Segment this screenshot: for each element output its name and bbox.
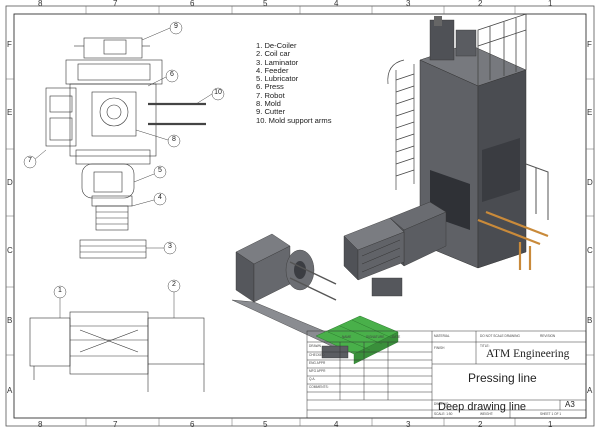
zone-right-E: E xyxy=(587,108,593,117)
zone-bottom-4: 4 xyxy=(334,420,339,429)
tb-material: MATERIAL xyxy=(434,334,450,338)
legend-item: 9. Cutter xyxy=(256,107,286,117)
zone-left-F: F xyxy=(7,40,12,49)
legend-item: 1. De-Coiler xyxy=(256,41,297,50)
zone-top-1: 1 xyxy=(548,0,553,8)
drawing-number-name: Deep drawing line xyxy=(438,401,527,413)
zone-bottom-2: 2 xyxy=(478,420,483,429)
zone-right-F: F xyxy=(587,40,592,49)
zone-top-6: 6 xyxy=(190,0,195,8)
tb-dwg-no: DWG. NO. xyxy=(434,402,450,406)
legend-item: 8. Mold xyxy=(256,99,281,109)
tb-comments: COMMENTS: xyxy=(309,385,329,389)
top-view-press xyxy=(45,37,206,259)
zone-left-C: C xyxy=(7,246,13,255)
callout-leaders xyxy=(33,27,213,318)
callout-4: 4 xyxy=(158,194,162,201)
component-legend: 1. De-Coiler 2. Coil car 3. Laminator 4.… xyxy=(256,41,332,125)
tb-do-not-scale: DO NOT SCALE DRAWING xyxy=(480,334,520,338)
iso-feeder xyxy=(343,201,447,297)
legend-item: 2. Coil car xyxy=(256,49,291,59)
zone-bottom-5: 5 xyxy=(263,420,268,429)
tb-date: DATE xyxy=(392,335,401,339)
tb-title-label: TITLE: xyxy=(480,344,490,348)
zone-top-7: 7 xyxy=(113,0,118,8)
legend-item: 4. Feeder xyxy=(256,65,289,75)
title-block-lines xyxy=(306,330,587,419)
legend-item: 10. Mold support arms xyxy=(256,115,332,125)
zone-right-C: C xyxy=(587,246,593,255)
tb-name: NAME xyxy=(342,335,352,339)
sheet-size: A3 xyxy=(565,400,575,409)
zone-top-8: 8 xyxy=(38,0,43,8)
zone-bottom-6: 6 xyxy=(190,420,195,429)
tb-sheet: SHEET 1 OF 1 xyxy=(540,412,562,416)
zone-right-D: D xyxy=(587,178,593,187)
callout-7: 7 xyxy=(28,157,32,164)
callout-circles xyxy=(23,21,225,299)
callout-9: 9 xyxy=(174,23,178,30)
legend-item: 6. Press xyxy=(256,82,284,92)
zone-left-E: E xyxy=(7,108,13,117)
zone-right-A: A xyxy=(587,386,593,395)
zone-bottom-3: 3 xyxy=(406,420,411,429)
tb-checked: CHECKED xyxy=(309,353,325,357)
drawing-title: Pressing line xyxy=(468,371,537,385)
tb-revision: REVISION xyxy=(540,334,556,338)
zone-left-D: D xyxy=(7,178,13,187)
tb-qa: Q.A. xyxy=(309,377,316,381)
zone-top-2: 2 xyxy=(478,0,483,8)
legend-item: 7. Robot xyxy=(256,90,285,100)
zone-bottom-1: 1 xyxy=(548,420,553,429)
company-name: ATM Engineering xyxy=(486,348,570,360)
callout-2: 2 xyxy=(172,281,176,288)
tb-mfg-appr: MFG APPR xyxy=(309,369,326,373)
tb-eng-appr: ENG APPR xyxy=(309,361,326,365)
legend-item: 5. Lubricator xyxy=(256,74,299,84)
tb-drawn: DRAWN xyxy=(309,344,321,348)
tb-signature: SIGNATURE xyxy=(366,335,385,339)
legend-item: 3. Laminator xyxy=(256,57,299,67)
zone-left-A: A xyxy=(7,386,13,395)
zone-top-4: 4 xyxy=(334,0,339,8)
zone-ticks xyxy=(6,6,594,426)
zone-top-5: 5 xyxy=(263,0,268,8)
zone-left-B: B xyxy=(7,316,13,325)
callout-10: 10 xyxy=(214,89,222,96)
tb-scale: SCALE: 1:50 xyxy=(434,412,453,416)
callout-3: 3 xyxy=(168,243,172,250)
zone-right-B: B xyxy=(587,316,593,325)
zone-bottom-7: 7 xyxy=(113,420,118,429)
callout-5: 5 xyxy=(158,167,162,174)
zone-bottom-8: 8 xyxy=(38,420,43,429)
side-view-decoiler xyxy=(29,311,205,392)
callout-1: 1 xyxy=(58,287,62,294)
tb-finish: FINISH xyxy=(434,346,445,350)
callout-6: 6 xyxy=(170,71,174,78)
tb-weight: WEIGHT: xyxy=(480,412,494,416)
zone-top-3: 3 xyxy=(406,0,411,8)
callout-8: 8 xyxy=(172,136,176,143)
iso-coil-car xyxy=(315,315,399,365)
